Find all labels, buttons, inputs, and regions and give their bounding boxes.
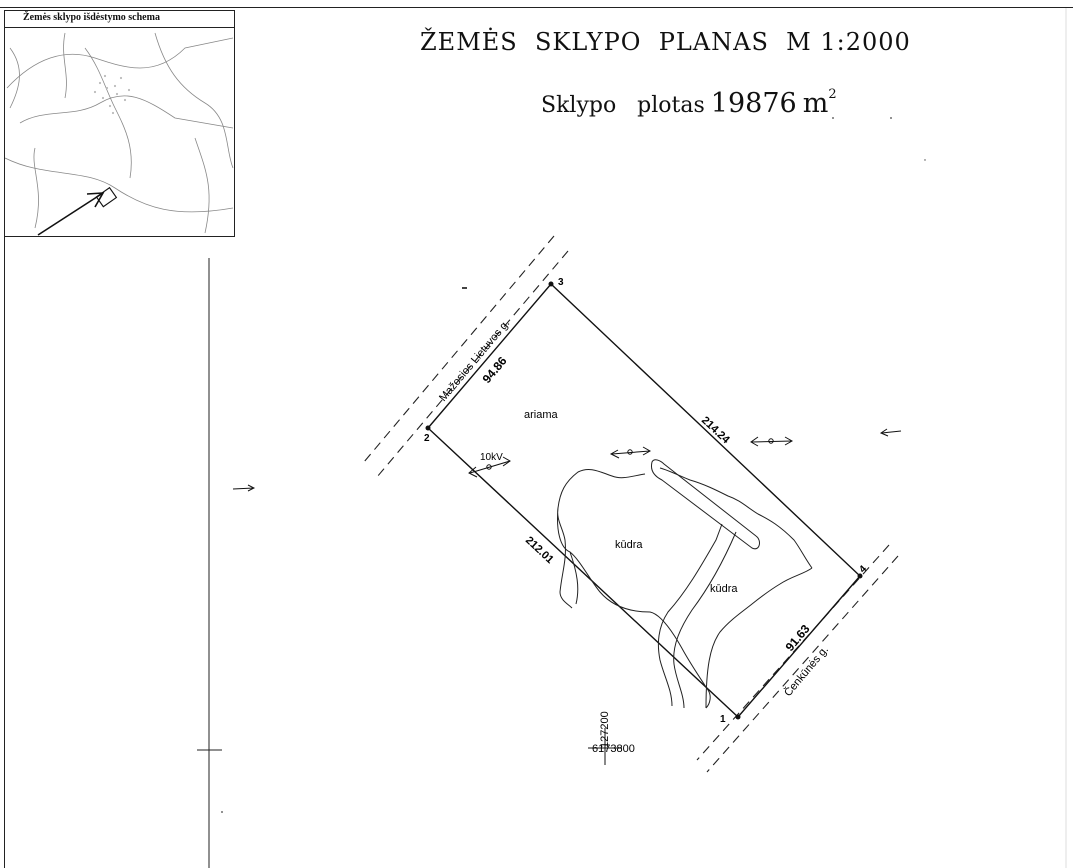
parcel-boundary [427, 282, 861, 719]
sheet-left-border [4, 235, 5, 868]
drainage-ditch [651, 459, 760, 709]
street-cenkunes [696, 544, 899, 773]
land-use-pond-label-1: kūdra [615, 539, 643, 551]
pond-outline [557, 467, 813, 709]
street-label-southeast: Čenkūnės g. [781, 643, 831, 699]
coordinate-cross-icon [588, 728, 622, 765]
area-label: Sklypo plotas [541, 93, 705, 118]
double-arrow-icon [609, 436, 794, 459]
inset-header-divider [5, 27, 234, 28]
arrow-icon [232, 428, 902, 492]
sheet-top-border [0, 0, 1073, 8]
side-length-4-1: 91.63 [783, 622, 813, 654]
inset-arrow-icon [37, 192, 105, 236]
grid-x-label: 127200 [599, 711, 611, 748]
plan-title: ŽEMĖS SKLYPO PLANAS M 1:2000 [420, 28, 911, 56]
grid-y-label: 6173800 [592, 743, 635, 755]
point-label-3: 3 [558, 277, 564, 288]
area-unit: m [802, 88, 829, 119]
side-length-1-2: 212.01 [523, 534, 556, 566]
side-length-3-4: 214.24 [699, 414, 732, 446]
inset-map [5, 32, 234, 236]
location-inset: Žemės sklypo išdėstymo schema [4, 10, 235, 237]
power-line-label: 10kV [480, 452, 503, 463]
inset-title: Žemės sklypo išdėstymo schema [23, 12, 160, 23]
land-use-pond-label-2: kūdra [710, 583, 738, 595]
street-mazosios-lietuvos [363, 235, 569, 478]
point-label-2: 2 [424, 433, 430, 444]
land-use-arable-label: ariama [524, 409, 559, 421]
boundary-point-markers [425, 281, 863, 720]
area-value: 19876 [710, 88, 797, 119]
scan-specks [221, 117, 926, 813]
power-line-10kv [468, 456, 511, 478]
area-unit-exponent: 2 [828, 87, 837, 102]
point-label-1: 1 [720, 714, 726, 725]
